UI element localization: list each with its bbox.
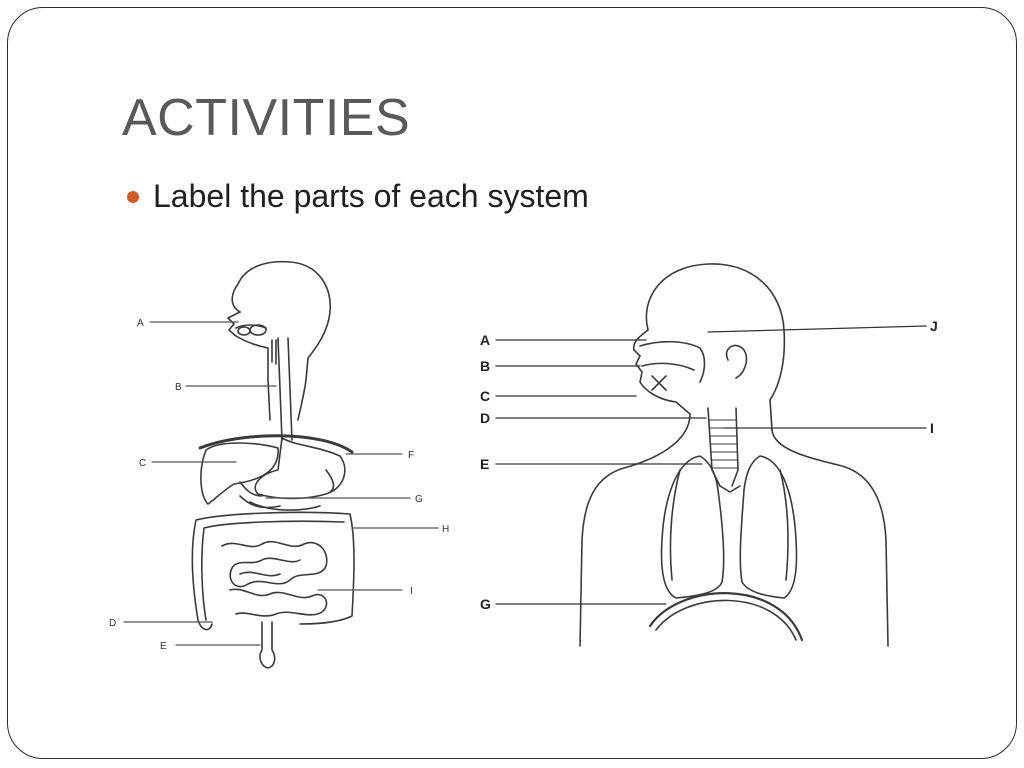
digestive-label-f: F [408, 450, 414, 461]
slide-frame: ACTIVITIES Label the parts of each syste… [7, 7, 1017, 759]
bullet-dot-icon [127, 190, 139, 203]
respiratory-label-e: E [480, 456, 489, 472]
respiratory-system-diagram: A B C D E G J I [480, 263, 938, 647]
digestive-system-diagram: A B C D E F G H I [109, 260, 449, 669]
respiratory-label-g: G [480, 596, 491, 612]
respiratory-label-i: I [930, 420, 934, 436]
digestive-label-h: H [442, 524, 449, 535]
digestive-label-g: G [415, 494, 423, 505]
digestive-label-i: I [410, 586, 413, 597]
respiratory-label-d: D [480, 410, 490, 426]
digestive-label-e: E [160, 641, 167, 652]
respiratory-label-c: C [480, 388, 490, 404]
bullet-text: Label the parts of each system [153, 178, 589, 214]
digestive-label-d: D [109, 618, 116, 629]
respiratory-label-a: A [480, 332, 490, 348]
slide-title: ACTIVITIES [122, 89, 411, 147]
digestive-label-c: C [139, 458, 146, 469]
bullet-item: Label the parts of each system [127, 178, 589, 215]
digestive-label-a: A [137, 318, 144, 329]
respiratory-label-b: B [480, 358, 490, 374]
digestive-label-b: B [175, 382, 182, 393]
respiratory-label-j: J [930, 318, 938, 334]
